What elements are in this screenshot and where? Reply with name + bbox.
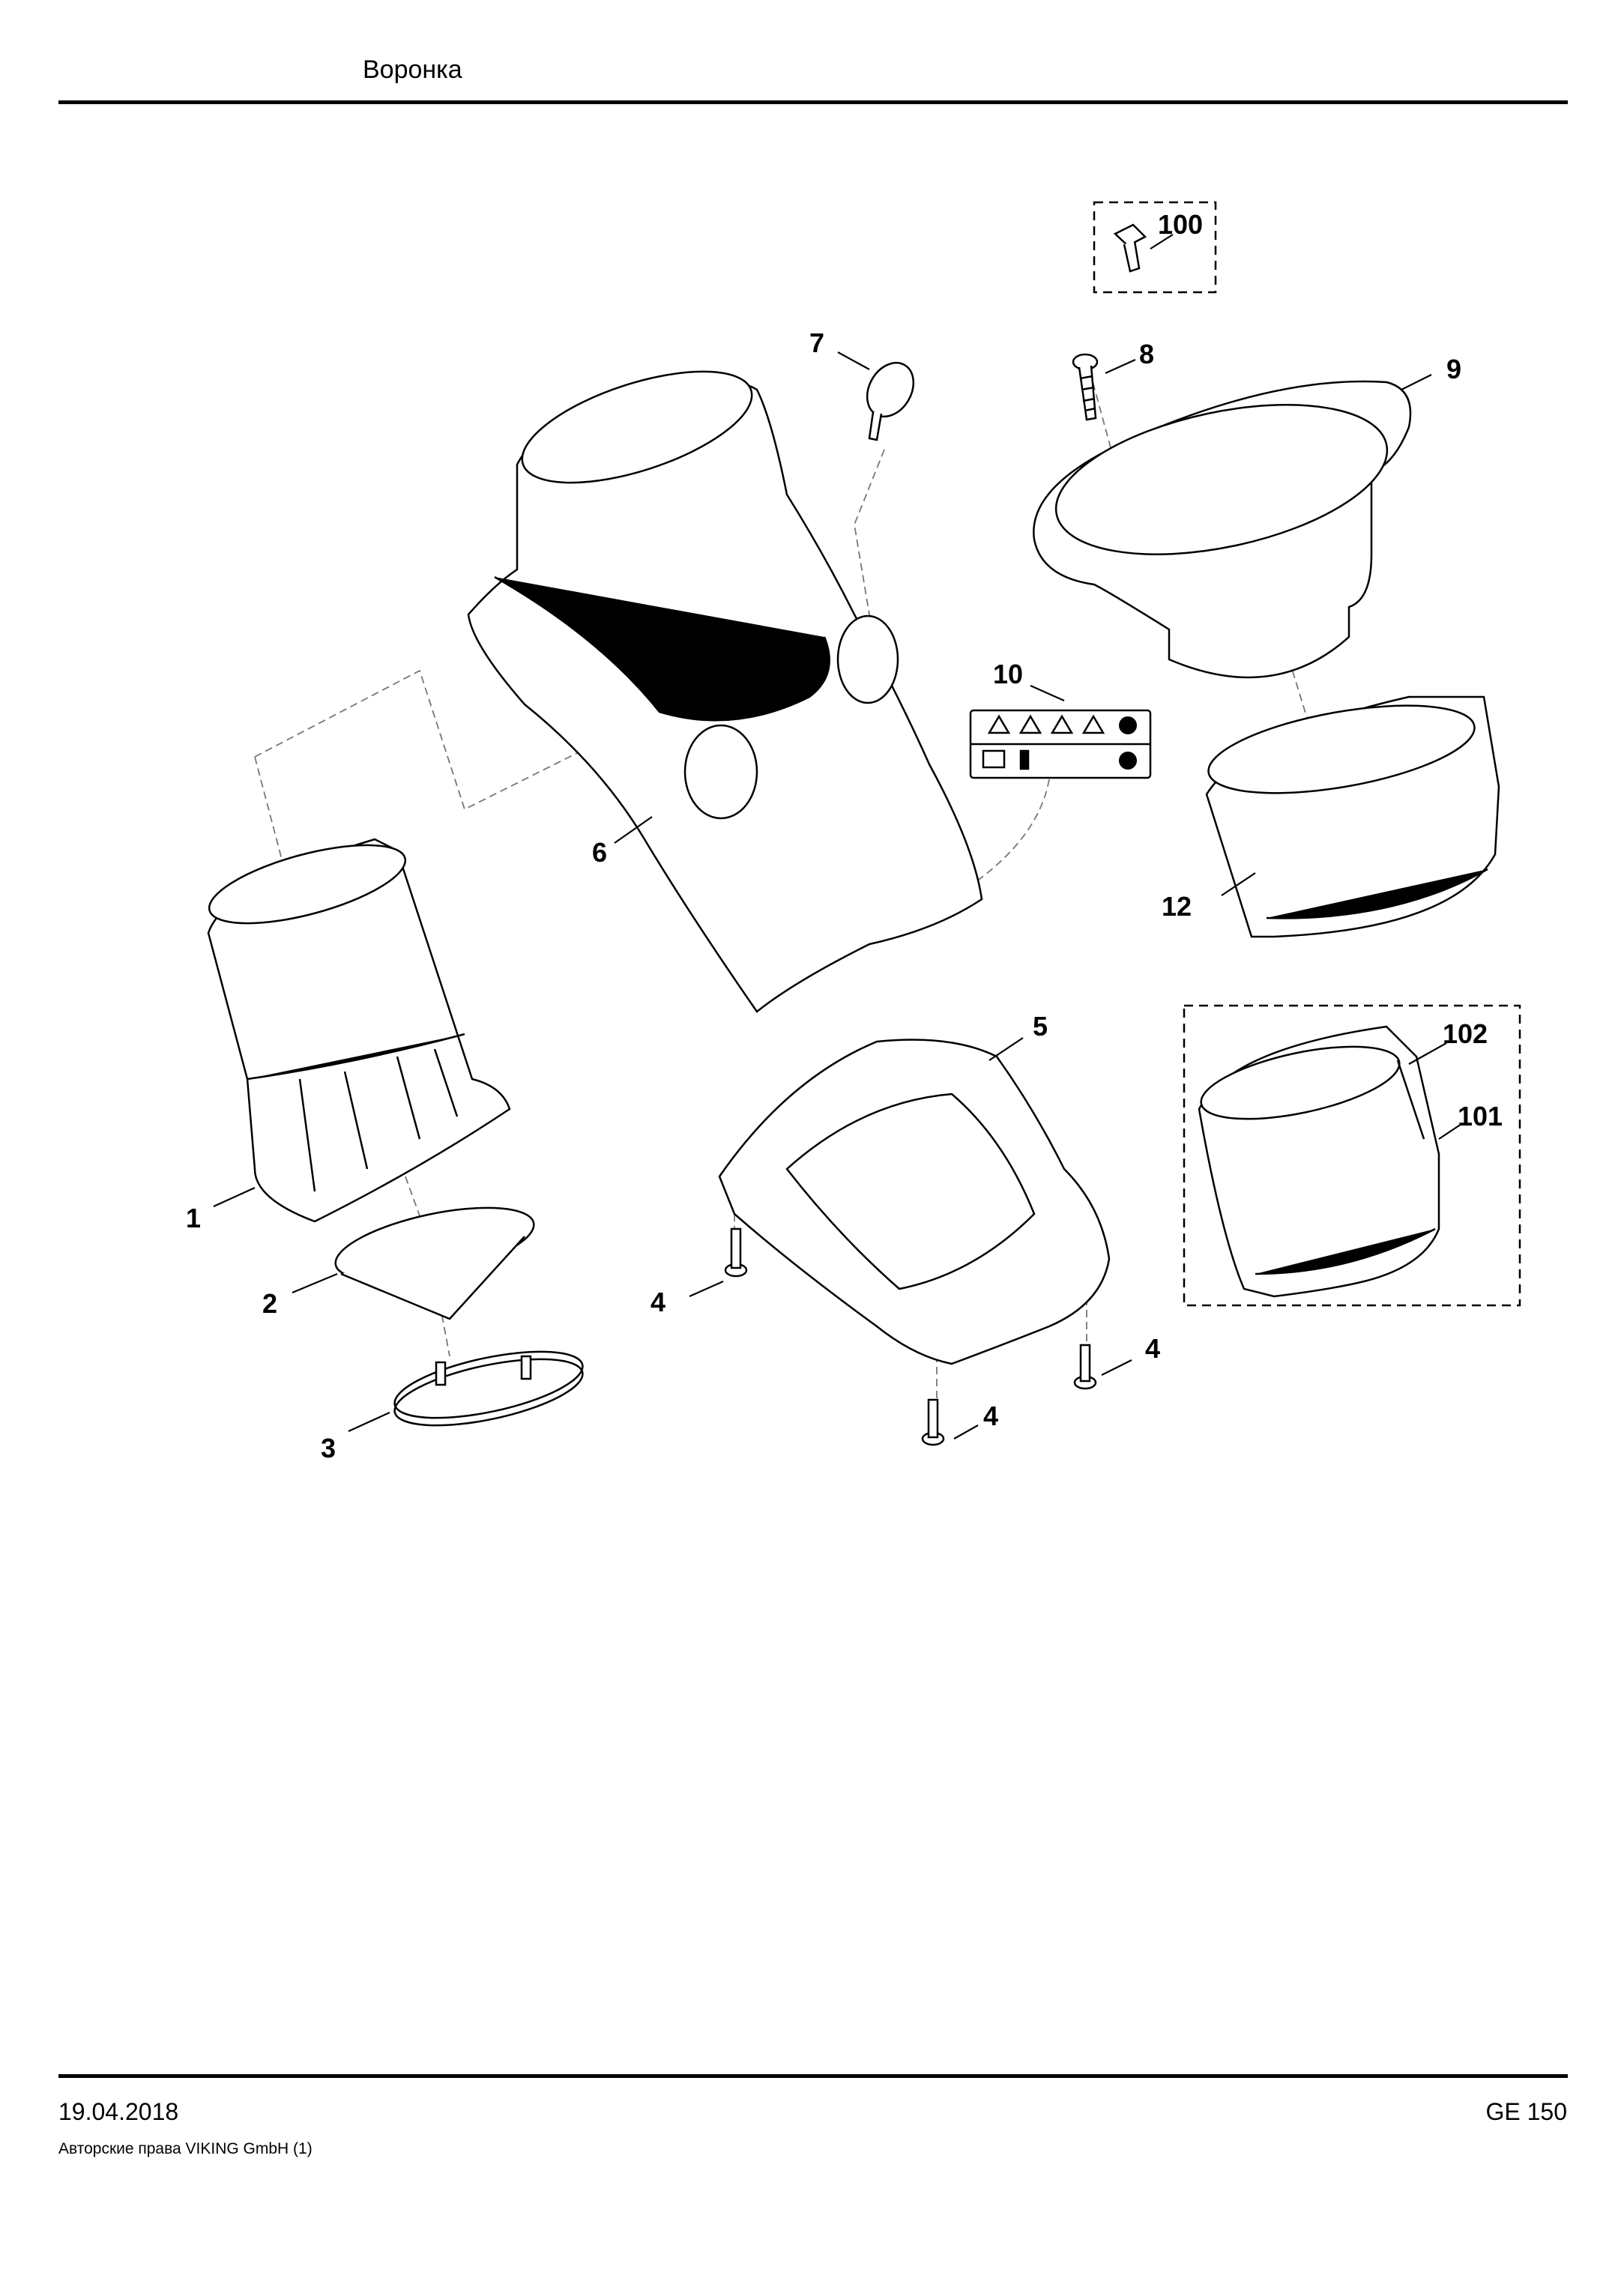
callout-9: 9 <box>1446 354 1461 384</box>
callout-2: 2 <box>262 1288 277 1319</box>
callout-5: 5 <box>1033 1011 1048 1042</box>
callout-12: 12 <box>1162 891 1192 922</box>
callout-6: 6 <box>592 837 607 868</box>
part-8-screw <box>1072 353 1099 421</box>
callout-10: 10 <box>993 659 1023 689</box>
part-9-bowl <box>1033 380 1412 679</box>
part-12-sleeve <box>1205 695 1500 938</box>
page-title: Воронка <box>363 55 462 84</box>
callout-7: 7 <box>809 327 824 358</box>
callout-101: 101 <box>1458 1101 1503 1132</box>
header-divider <box>58 100 1568 104</box>
part-5-base-plate <box>718 1039 1111 1365</box>
callout-1: 1 <box>186 1203 201 1233</box>
footer-copyright: Авторские права VIKING GmbH (1) <box>58 2140 313 2157</box>
footer-date: 19.04.2018 <box>58 2098 179 2125</box>
callout-8: 8 <box>1139 339 1154 369</box>
part-10-warning-label <box>969 709 1152 779</box>
callout-leader-lines <box>213 234 1462 1439</box>
footer-model: GE 150 <box>1485 2098 1567 2125</box>
part-101-102-kit <box>1183 1004 1521 1307</box>
callout-3: 3 <box>321 1433 336 1463</box>
callout-4c: 4 <box>1145 1333 1160 1364</box>
part-6-funnel-housing <box>467 370 983 1013</box>
callout-4a: 4 <box>650 1287 665 1317</box>
part-7-knob <box>866 361 915 441</box>
part-2-cone <box>334 1206 535 1320</box>
part-3-ring <box>393 1350 584 1427</box>
part-1-funnel-insert <box>207 838 511 1223</box>
callout-4b: 4 <box>983 1401 998 1431</box>
part-100-bolt <box>1093 201 1217 294</box>
part-4-screws <box>724 1227 1097 1446</box>
callout-100: 100 <box>1158 209 1203 240</box>
callout-102: 102 <box>1443 1018 1488 1049</box>
footer-divider <box>58 2074 1568 2078</box>
